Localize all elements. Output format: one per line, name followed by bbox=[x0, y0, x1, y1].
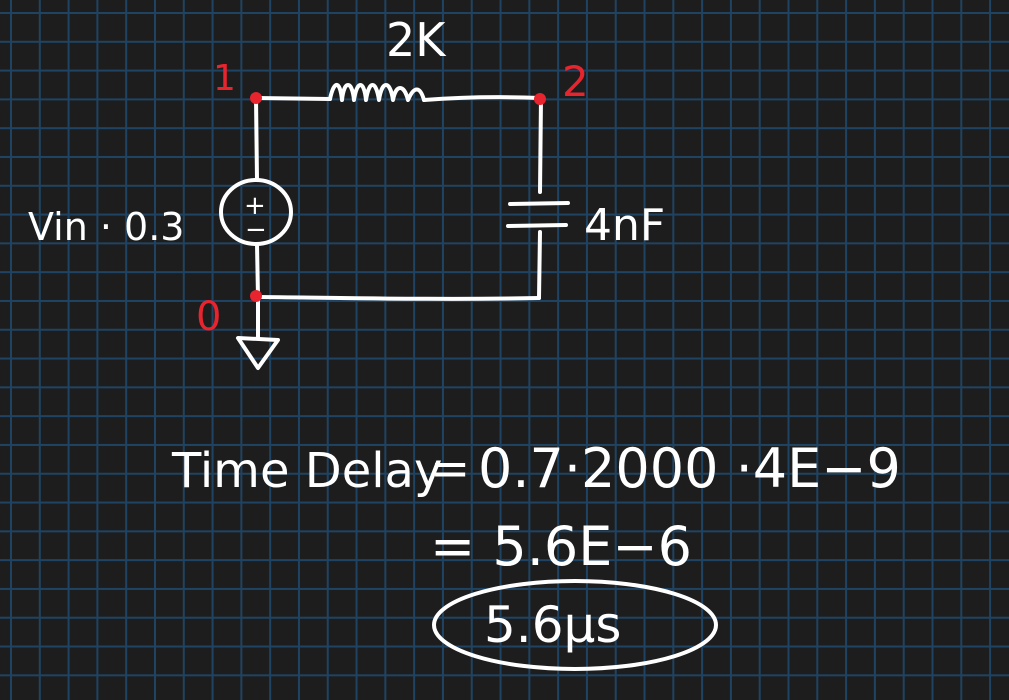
source-label: Vin · 0.3 bbox=[28, 205, 184, 249]
resistor-label: 2K bbox=[386, 13, 447, 67]
node-2-label: 2 bbox=[562, 57, 589, 106]
capacitor-plate-bottom bbox=[506, 223, 568, 228]
calc-line1-lhs: Time Delay bbox=[171, 443, 442, 499]
source-minus-sign: − bbox=[245, 215, 267, 245]
capacitor-plate-top bbox=[508, 201, 570, 206]
wire-bottom bbox=[256, 295, 541, 301]
wire-top-left bbox=[254, 96, 332, 101]
wire-right-vertical-lower bbox=[537, 230, 542, 300]
capacitor-label: 4nF bbox=[584, 200, 665, 251]
node-1-label: 1 bbox=[213, 58, 236, 99]
wire-left-upper bbox=[254, 96, 259, 182]
calc-line2: = 5.6E−6 bbox=[430, 515, 692, 578]
calc-line1-rhs: 0.7·2000 ·4E−9 bbox=[478, 437, 901, 500]
wire-left-lower bbox=[255, 242, 260, 299]
node-0-dot bbox=[250, 290, 262, 302]
ground-triangle bbox=[236, 336, 280, 370]
wire-right-vertical-upper bbox=[538, 96, 543, 194]
result-value: 5.6μs bbox=[484, 596, 621, 654]
node-1-dot bbox=[250, 92, 262, 104]
resistor-zigzag bbox=[328, 82, 426, 102]
node-2-dot bbox=[534, 93, 546, 105]
wire-top-right bbox=[422, 95, 542, 102]
node-0-label: 0 bbox=[196, 294, 221, 340]
source-plus-sign: + bbox=[244, 191, 266, 221]
result-circle bbox=[432, 579, 718, 671]
calc-line1-equals: = bbox=[430, 441, 470, 497]
